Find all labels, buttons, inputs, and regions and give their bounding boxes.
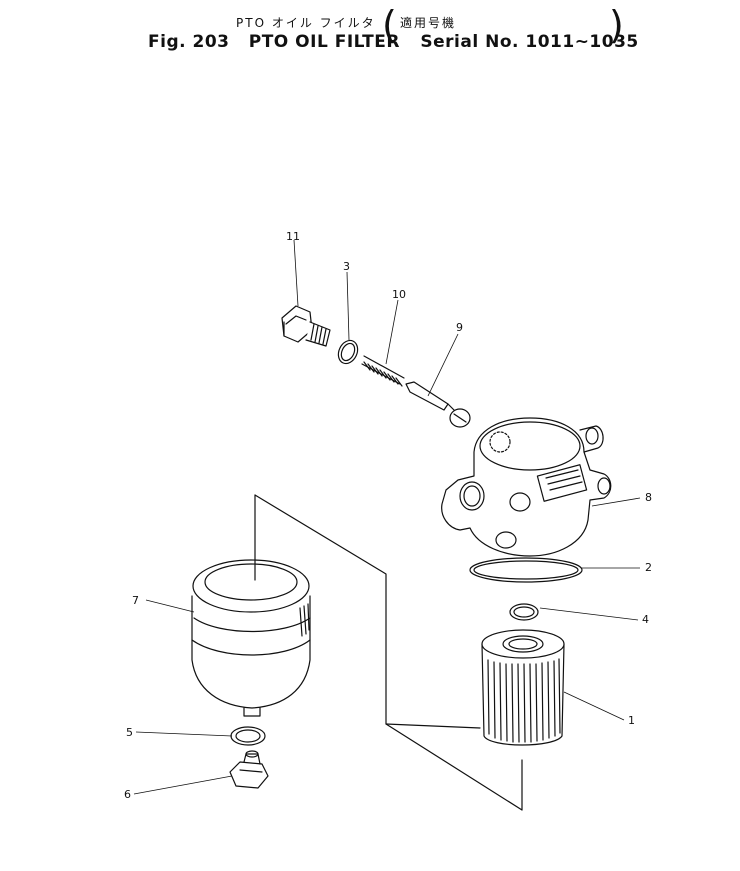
callout-4: 4 xyxy=(642,613,649,626)
japanese-title-text: PTO オイル フイルタ xyxy=(236,16,376,30)
callout-5: 5 xyxy=(126,726,133,739)
callout-6: 6 xyxy=(124,788,131,801)
callout-3: 3 xyxy=(343,260,350,273)
close-paren: ) xyxy=(609,3,624,47)
part-1-filter-element xyxy=(481,629,565,746)
part-6-drain-plug xyxy=(229,750,269,789)
callout-9: 9 xyxy=(456,321,463,334)
part-11-plug xyxy=(281,305,331,347)
open-paren: ( xyxy=(382,3,397,47)
figure-number: Fig. 203 xyxy=(148,32,230,52)
part-7-filter-case xyxy=(191,559,311,717)
callout-8: 8 xyxy=(645,491,652,504)
japanese-title: PTO オイル フイルタ 適用号機 xyxy=(236,14,454,31)
part-9-valve xyxy=(405,381,471,428)
figure-title: Fig. 203 PTO OIL FILTER Serial No. 1011~… xyxy=(148,32,639,52)
serial-range: Serial No. 1011~1035 xyxy=(420,32,639,52)
part-8-filter-head xyxy=(441,417,612,557)
japanese-applicable-label: 適用号機 xyxy=(400,16,457,30)
callout-7: 7 xyxy=(132,594,139,607)
callout-2: 2 xyxy=(645,561,652,574)
part-10-spring xyxy=(361,355,405,387)
figure-title-text: PTO OIL FILTER xyxy=(248,32,400,52)
callout-1: 1 xyxy=(628,714,635,727)
part-2-oring xyxy=(469,557,583,583)
callout-11: 11 xyxy=(286,230,300,243)
part-4-oring xyxy=(509,603,539,621)
part-3-oring xyxy=(337,339,359,365)
callout-10: 10 xyxy=(392,288,406,301)
